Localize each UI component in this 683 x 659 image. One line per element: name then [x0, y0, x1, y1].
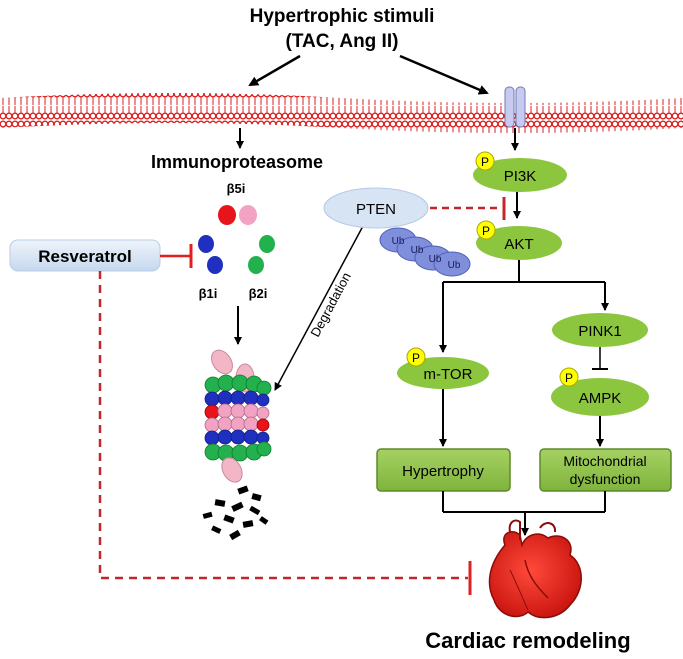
pink1-label: PINK1 — [578, 323, 621, 340]
cell-membrane — [0, 93, 683, 133]
pten-node: PTEN — [323, 187, 429, 229]
ampk-phospho-label: P — [565, 371, 573, 385]
pi3k-node: PI3K P — [473, 151, 567, 192]
arrow-degradation — [274, 225, 364, 391]
akt-label: AKT — [504, 236, 533, 253]
pi3k-phospho-icon — [475, 151, 495, 171]
title-line2: (TAC, Ang II) — [286, 31, 399, 52]
pi3k-phospho-label: P — [481, 155, 489, 169]
degraded-peptide-fragments — [202, 485, 269, 541]
beta2i-green-dot-2 — [248, 256, 264, 274]
ub-label-2: Ub — [411, 245, 424, 256]
akt-node: AKT P — [476, 220, 562, 260]
mtor-phospho-icon — [406, 347, 426, 367]
mtor-node: m-TOR P — [397, 347, 489, 389]
title-line1: Hypertrophic stimuli — [250, 6, 435, 27]
beta5i-red-dot — [218, 205, 236, 225]
arrow-title-right — [399, 54, 489, 95]
heart-icon — [488, 519, 582, 619]
beta5i-label: β5i — [227, 181, 246, 196]
beta1i-blue-dot-1 — [198, 235, 214, 253]
mito-label-line1: Mitochondrial — [563, 453, 646, 469]
ub-label-4: Ub — [448, 260, 461, 271]
pink1-node: PINK1 — [552, 313, 648, 347]
akt-phospho-icon — [476, 220, 496, 240]
degradation-label: Degradation — [307, 270, 353, 340]
proteasome-icon — [204, 349, 272, 483]
beta5i-pink-dot — [239, 205, 257, 225]
inhibit-resveratrol-heart — [98, 271, 468, 580]
mito-label-line2: dysfunction — [570, 471, 641, 487]
akt-phospho-label: P — [482, 224, 490, 238]
pten-label: PTEN — [356, 201, 396, 218]
ampk-node: AMPK P — [551, 367, 649, 416]
ub-label-1: Ub — [392, 236, 405, 247]
hypertrophy-label: Hypertrophy — [402, 463, 484, 480]
mtor-phospho-label: P — [412, 351, 420, 365]
resveratrol-box: Resveratrol — [9, 239, 161, 272]
receptor-icon — [504, 86, 526, 128]
arrow-title-left — [248, 54, 301, 87]
beta2i-label: β2i — [249, 286, 268, 301]
mtor-label: m-TOR — [424, 366, 473, 383]
ampk-label: AMPK — [579, 390, 622, 407]
beta1i-label: β1i — [199, 286, 218, 301]
ub-label-3: Ub — [429, 254, 442, 265]
ampk-phospho-icon — [559, 367, 579, 387]
pi3k-label: PI3K — [504, 168, 537, 185]
beta2i-green-dot-1 — [259, 235, 275, 253]
hypertrophy-box: Hypertrophy — [376, 448, 511, 492]
ubiquitin-chain: Ub Ub Ub Ub — [379, 227, 471, 277]
outcome-label: Cardiac remodeling — [425, 628, 630, 653]
mitochondrial-box: Mitochondrial dysfunction — [539, 448, 672, 492]
beta1i-blue-dot-2 — [207, 256, 223, 274]
subunit-dots — [198, 205, 275, 274]
resveratrol-label: Resveratrol — [38, 247, 132, 266]
immunoproteasome-label: Immunoproteasome — [151, 152, 323, 172]
